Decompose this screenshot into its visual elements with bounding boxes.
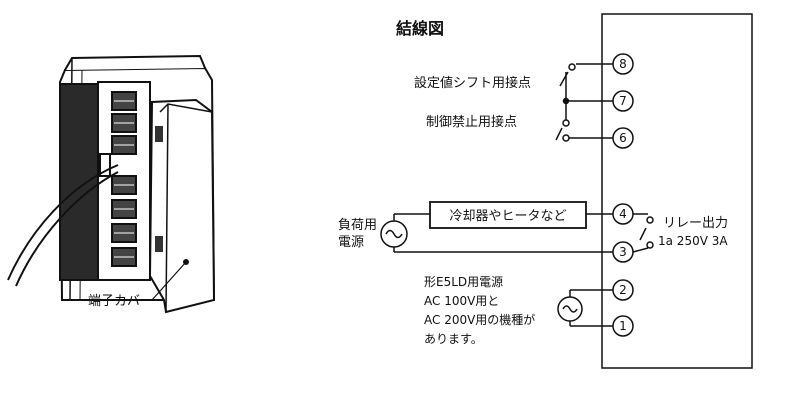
supply-note-line1: 形E5LD用電源 bbox=[424, 275, 503, 289]
load-circuit-wiring bbox=[393, 213, 654, 253]
terminal-cover-label: 端子カバー bbox=[88, 294, 153, 309]
supply-note-line4: あります。 bbox=[424, 332, 483, 346]
terminal-4-number: 4 bbox=[619, 207, 627, 221]
housing-top-face bbox=[64, 54, 206, 71]
supply-wiring bbox=[569, 289, 613, 327]
cover-leader-line bbox=[151, 261, 187, 301]
load-power-label-line2: 電源 bbox=[338, 235, 364, 250]
terminal-8-number: 8 bbox=[619, 57, 627, 71]
terminal-1-number: 1 bbox=[619, 319, 627, 333]
supply-note-line2: AC 100V用と bbox=[424, 294, 499, 308]
contact-wiring bbox=[555, 63, 613, 142]
load-box bbox=[429, 201, 587, 229]
terminal-7-number: 7 bbox=[619, 94, 627, 108]
supply-note-line3: AC 200V用の機種が bbox=[424, 312, 535, 327]
load-box-label: 冷却器やヒータなど bbox=[449, 209, 566, 224]
load-power-label-line1: 負荷用 bbox=[338, 218, 377, 233]
setpoint-shift-contact-label: 設定値シフト用接点 bbox=[414, 75, 531, 91]
relay-output-label-line1: リレー出力 bbox=[663, 216, 728, 231]
terminal-3-number: 3 bbox=[619, 245, 627, 259]
diagram-title: 結線図 bbox=[396, 19, 444, 38]
relay-output-label-line2: 1a 250V 3A bbox=[658, 234, 728, 248]
terminal-2-number: 2 bbox=[619, 283, 627, 297]
cable bbox=[7, 164, 119, 281]
device-illustration bbox=[7, 54, 216, 314]
terminal-6-number: 6 bbox=[619, 131, 627, 145]
housing-side-panel bbox=[59, 83, 99, 281]
control-inhibit-contact-label: 制御禁止用接点 bbox=[426, 114, 517, 130]
